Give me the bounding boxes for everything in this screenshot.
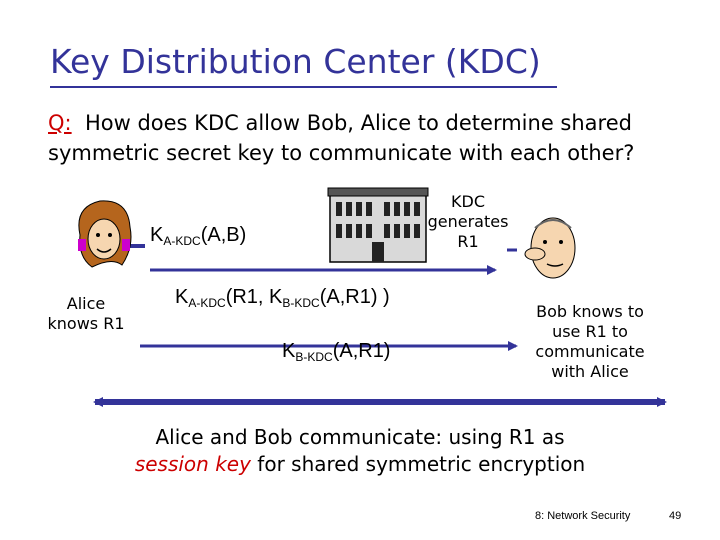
kdc-note-line-3: R1	[457, 232, 479, 251]
msg3-args: (A,R1)	[332, 340, 391, 362]
bob-note-line-4: with Alice	[551, 362, 629, 381]
bob-note-line-3: communicate	[535, 342, 645, 361]
message-2-label: KA-KDC(R1, KB-KDC(A,R1) )	[175, 286, 390, 310]
msg2-key-1: K	[175, 286, 189, 308]
session-key-emphasis: session key	[134, 452, 251, 476]
building-icon	[327, 187, 429, 263]
msg1-args: (A,B)	[200, 224, 247, 246]
kdc-note-line-1: KDC	[451, 192, 485, 211]
msg2-end: (A,R1) )	[319, 286, 390, 308]
kdc-note: KDC generates R1	[418, 192, 518, 252]
summary-line-1: Alice and Bob communicate: using R1 as	[155, 425, 565, 449]
footer-page-number: 49	[669, 510, 682, 522]
question-text-1: How does KDC allow Bob, Alice to determi…	[84, 111, 632, 135]
msg3-key: K	[282, 340, 296, 362]
slide-title: Key Distribution Center (KDC)	[50, 42, 541, 81]
message-1-label: KA-KDC(A,B)	[150, 224, 246, 248]
msg1-key-subscript: A-KDC	[163, 234, 201, 248]
bob-note: Bob knows to use R1 to communicate with …	[520, 302, 660, 382]
msg3-key-subscript: B-KDC	[295, 350, 333, 364]
alice-note-line-2: knows R1	[47, 314, 125, 333]
bob-note-line-2: use R1 to	[552, 322, 628, 341]
footer-section: 8: Network Security	[535, 510, 631, 522]
title-underline	[50, 86, 557, 88]
msg2-key-1-subscript: A-KDC	[188, 296, 226, 310]
woman-face-icon	[78, 200, 132, 268]
alice-note: Alice knows R1	[40, 294, 132, 334]
man-face-icon	[507, 217, 576, 279]
summary-line-2: session key for shared symmetric encrypt…	[40, 451, 680, 478]
question-text-2: symmetric secret key to communicate with…	[48, 141, 635, 165]
message-3-label: KB-KDC(A,R1)	[282, 340, 390, 364]
msg1-key: K	[150, 224, 164, 246]
question-line-1: Q: How does KDC allow Bob, Alice to dete…	[48, 108, 632, 138]
alice-note-line-1: Alice	[66, 294, 106, 313]
question-label: Q:	[48, 111, 72, 135]
msg2-key-2-subscript: B-KDC	[282, 296, 320, 310]
bob-note-line-1: Bob knows to	[536, 302, 644, 321]
kdc-note-line-2: generates	[427, 212, 509, 231]
msg2-middle: (R1, K	[225, 286, 283, 308]
summary-line-2-rest: for shared symmetric encryption	[250, 452, 586, 476]
